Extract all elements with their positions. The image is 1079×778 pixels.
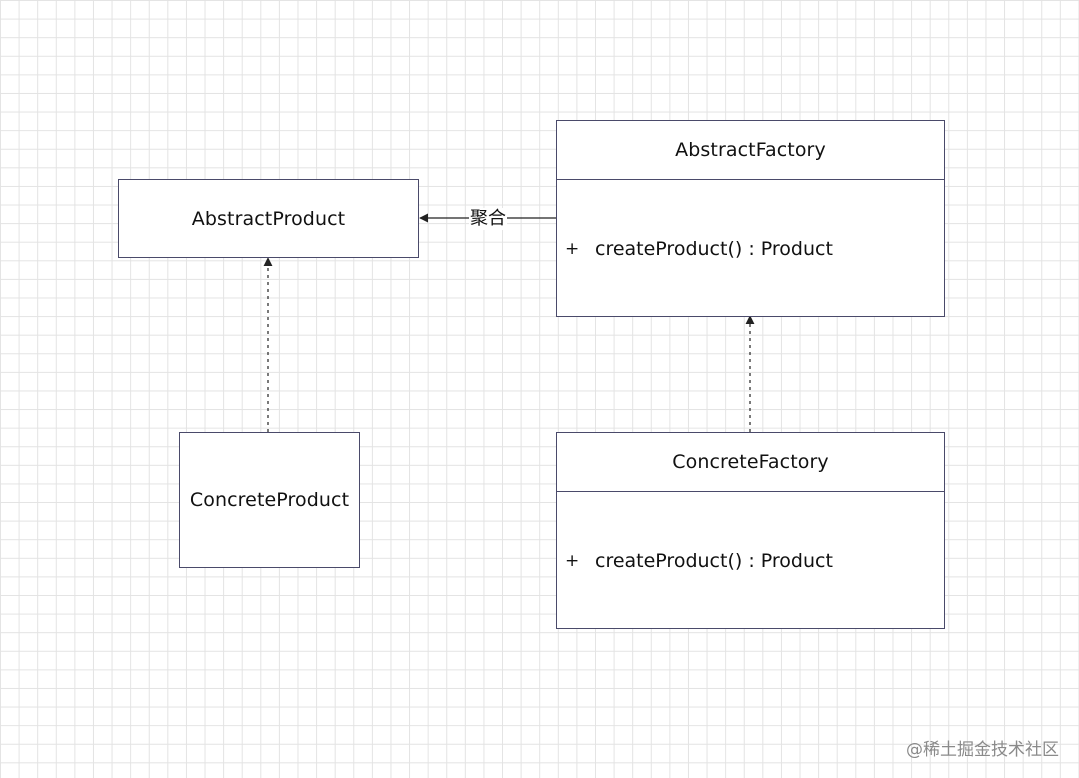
concrete-factory-op-signature: createProduct() : Product: [595, 550, 833, 572]
concrete-factory-name: ConcreteFactory: [672, 451, 829, 473]
abstract-factory-op-signature: createProduct() : Product: [595, 238, 833, 260]
concrete-factory-class[interactable]: ConcreteFactory + createProduct() : Prod…: [556, 432, 945, 629]
concrete-product-class[interactable]: ConcreteProduct: [179, 432, 360, 568]
abstract-factory-op-visibility: +: [565, 239, 580, 259]
abstract-factory-name: AbstractFactory: [675, 139, 826, 161]
abstract-factory-divider: [557, 179, 944, 180]
concrete-factory-op-visibility: +: [565, 551, 580, 571]
abstract-product-name: AbstractProduct: [191, 207, 346, 230]
concrete-factory-divider: [557, 491, 944, 492]
watermark: @稀土掘金技术社区: [906, 740, 1059, 760]
concrete-factory-operation: + createProduct() : Product: [557, 547, 944, 575]
abstract-factory-operation: + createProduct() : Product: [557, 235, 944, 263]
concrete-product-name: ConcreteProduct: [189, 489, 350, 511]
aggregation-label: 聚合: [469, 208, 507, 230]
abstract-product-class[interactable]: AbstractProduct: [118, 179, 419, 258]
abstract-factory-class[interactable]: AbstractFactory + createProduct() : Prod…: [556, 120, 945, 317]
